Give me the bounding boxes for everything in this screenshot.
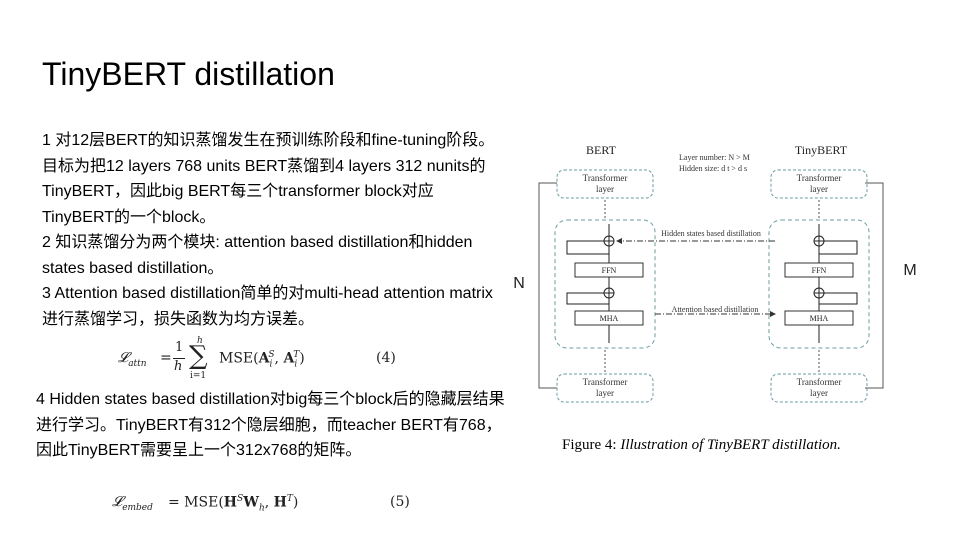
bert-mha-label: MHA <box>600 314 619 323</box>
note-1: 1 对12层BERT的知识蒸馏发生在预训练阶段和fine-tuning阶段。目标… <box>42 132 495 226</box>
right-bracket <box>865 182 884 389</box>
attn-loss-eq: = <box>160 350 172 366</box>
sum-symbol: ∑ <box>189 341 208 371</box>
tinybert-middle-block <box>768 219 870 349</box>
tinybert-top-label-1: Transformer <box>797 173 842 183</box>
notes-block: 1 对12层BERT的知识蒸馏发生在预训练阶段和fine-tuning阶段。目标… <box>42 128 502 332</box>
bert-ffn-label: FFN <box>602 266 617 275</box>
tinybert-diagram: BERT TinyBERT Layer number: N > M Hidden… <box>505 138 925 468</box>
embed-eq-number: (5) <box>390 494 410 510</box>
bert-header: BERT <box>586 143 617 157</box>
embed-loss-lhs: 𝓛embed <box>112 494 153 513</box>
bert-residual-top <box>566 240 609 255</box>
caption-prefix: Figure 4: <box>562 437 617 453</box>
attn-loss-formula: 𝓛attn = 1 h h ∑ i=1 MSE(AiS, AiT) (4) <box>118 336 398 388</box>
tinybert-top-label-2: layer <box>810 184 828 194</box>
bert-top-transformer <box>556 169 654 199</box>
diagram-svg: BERT TinyBERT Layer number: N > M Hidden… <box>513 143 917 403</box>
bert-residual-bottom <box>566 292 609 305</box>
tinybert-bottom-transformer <box>770 373 868 403</box>
note-4: 4 Hidden states based distillation对big每三… <box>36 391 505 459</box>
note-2: 2 知识蒸馏分为两个模块: attention based distillati… <box>42 234 473 277</box>
bert-middle-block <box>554 219 656 349</box>
attn-eq-number: (4) <box>376 350 396 366</box>
bert-bottom-label-2: layer <box>596 388 614 398</box>
figure-caption: Figure 4: Illustration of TinyBERT disti… <box>562 437 841 454</box>
attn-sum-bottom: i=1 <box>190 371 207 381</box>
bert-bottom-transformer <box>556 373 654 403</box>
tinybert-residual-bottom <box>819 292 858 305</box>
left-bracket <box>538 182 557 389</box>
hidden-distill-label: Hidden states based distillation <box>661 229 761 238</box>
note-3: 3 Attention based distillation简单的对multi-… <box>42 285 493 328</box>
hidden-size-note: Hidden size: d t > d s <box>679 164 747 173</box>
left-count-label: N <box>513 275 525 292</box>
attn-loss-rhs: MSE(AiS, AiT) <box>219 350 305 370</box>
attn-frac-bar <box>173 358 185 359</box>
bert-top-label-1: Transformer <box>583 173 628 183</box>
bert-top-label-2: layer <box>596 184 614 194</box>
tinybert-header: TinyBERT <box>795 143 848 157</box>
attn-distill-label: Attention based distillation <box>672 305 759 314</box>
tinybert-mha-label: MHA <box>810 314 829 323</box>
tinybert-bottom-label-2: layer <box>810 388 828 398</box>
bert-bottom-label-1: Transformer <box>583 377 628 387</box>
attn-loss-lhs: 𝓛attn <box>118 350 147 369</box>
slide-title: TinyBERT distillation <box>42 56 335 92</box>
attn-sum-top: h <box>197 336 203 346</box>
tinybert-bottom-label-1: Transformer <box>797 377 842 387</box>
notes-block-2: 4 Hidden states based distillation对big每三… <box>36 387 506 464</box>
caption-text: Illustration of TinyBERT distillation. <box>620 437 841 453</box>
tinybert-ffn-label: FFN <box>812 266 827 275</box>
layer-number-note: Layer number: N > M <box>679 153 750 162</box>
embed-loss-formula: 𝓛embed = MSE(HSWh, HT) (5) <box>112 494 412 516</box>
tinybert-top-transformer <box>770 169 868 199</box>
embed-loss-rhs: = MSE(HSWh, HT) <box>168 494 299 514</box>
attn-frac-den: h <box>174 359 183 374</box>
right-count-label: M <box>903 262 916 279</box>
attn-frac-num: 1 <box>175 340 184 355</box>
tinybert-residual-top <box>819 240 858 255</box>
